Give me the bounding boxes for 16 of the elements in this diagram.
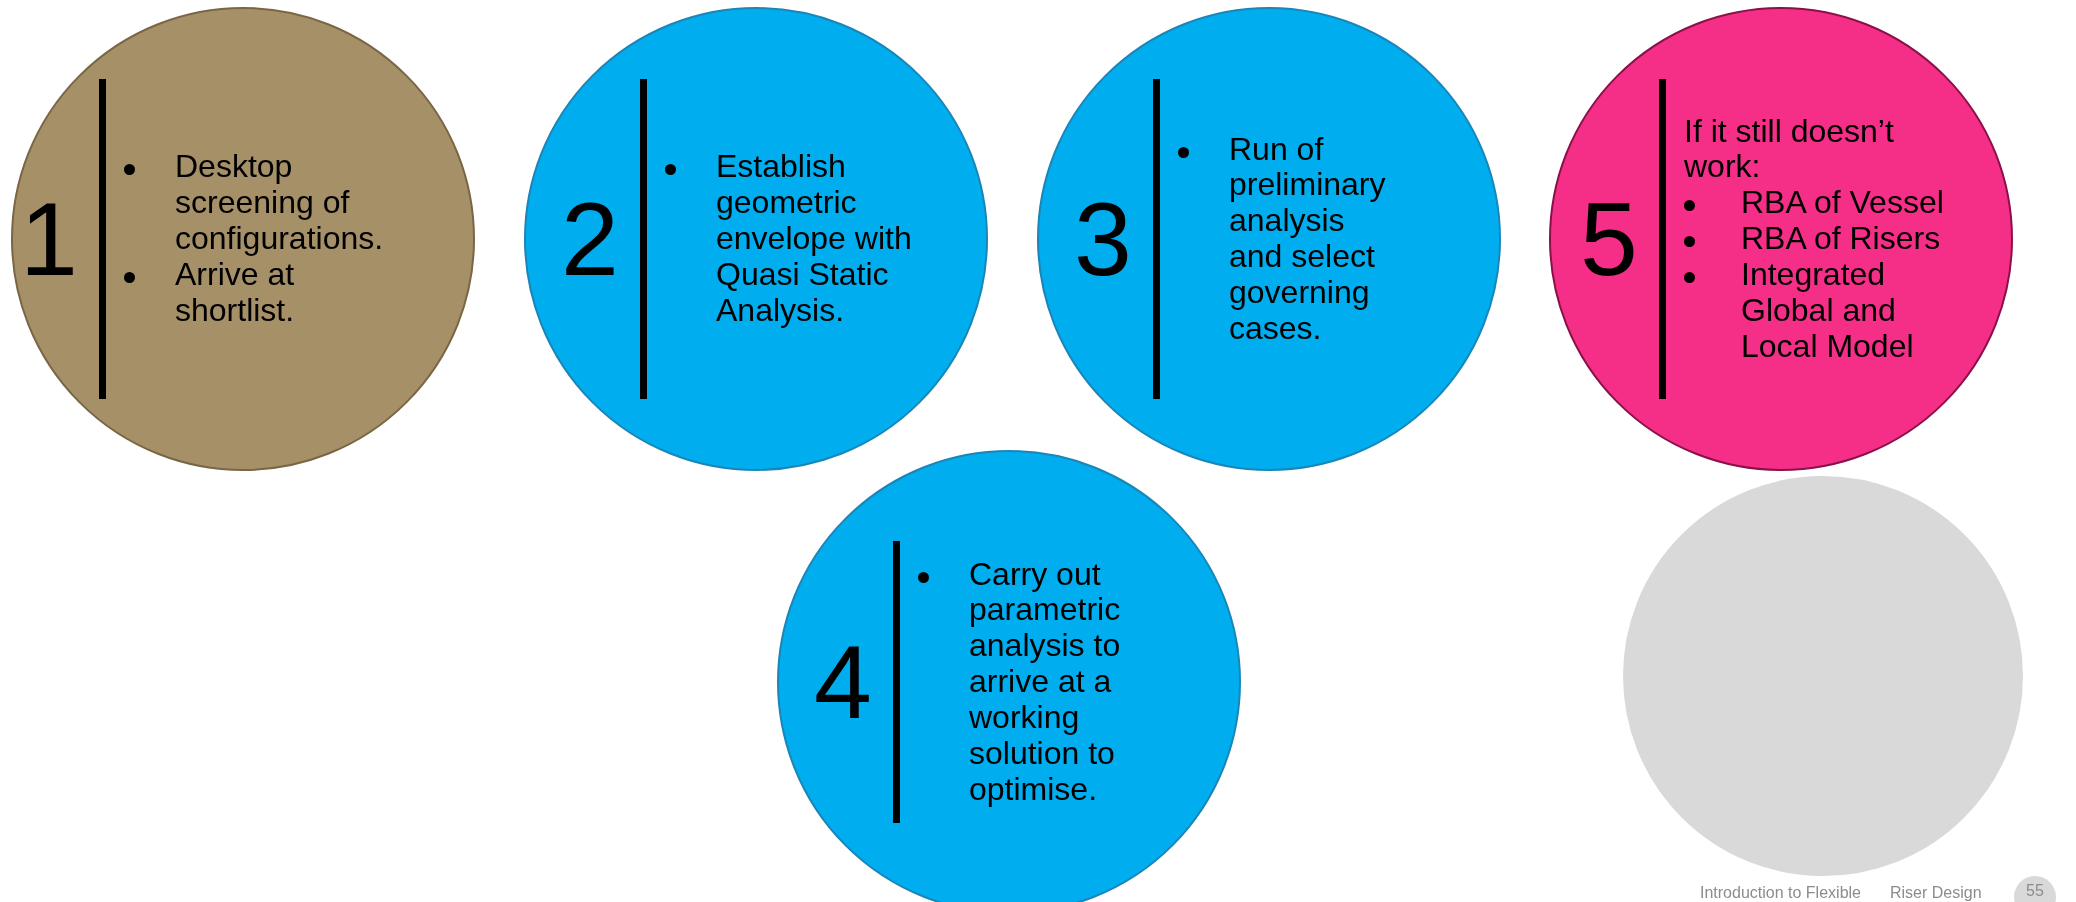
step-text: Carry out parametric analysis to arrive at a working solution to optimise. bbox=[969, 556, 1122, 808]
step-number: 2 bbox=[560, 187, 620, 291]
step-text: RBA of Risers bbox=[1741, 221, 1941, 257]
step-text: RBA of Vessel bbox=[1741, 185, 1944, 222]
step-number: 3 bbox=[1073, 187, 1133, 291]
step-text: Desktop screening of configurations. bbox=[175, 149, 385, 257]
step-text: Run of preliminary analysis and select governing cases. bbox=[1229, 131, 1387, 347]
step-text: Establish geometric envelope with Quasi Static Analysis. bbox=[716, 149, 913, 329]
step-text: Arrive at shortlist. bbox=[175, 256, 295, 329]
step-number: 4 bbox=[813, 630, 873, 734]
step-number: 1 bbox=[19, 187, 79, 291]
step-heading: If it still doesn’t work: bbox=[1684, 113, 1895, 186]
step-number: 5 bbox=[1579, 187, 1639, 291]
page-number: 55 bbox=[2014, 876, 2056, 902]
footer-text: Introduction to Flexible bbox=[1700, 884, 1861, 902]
step-text: Integrated Global and Local Model bbox=[1741, 256, 1915, 365]
